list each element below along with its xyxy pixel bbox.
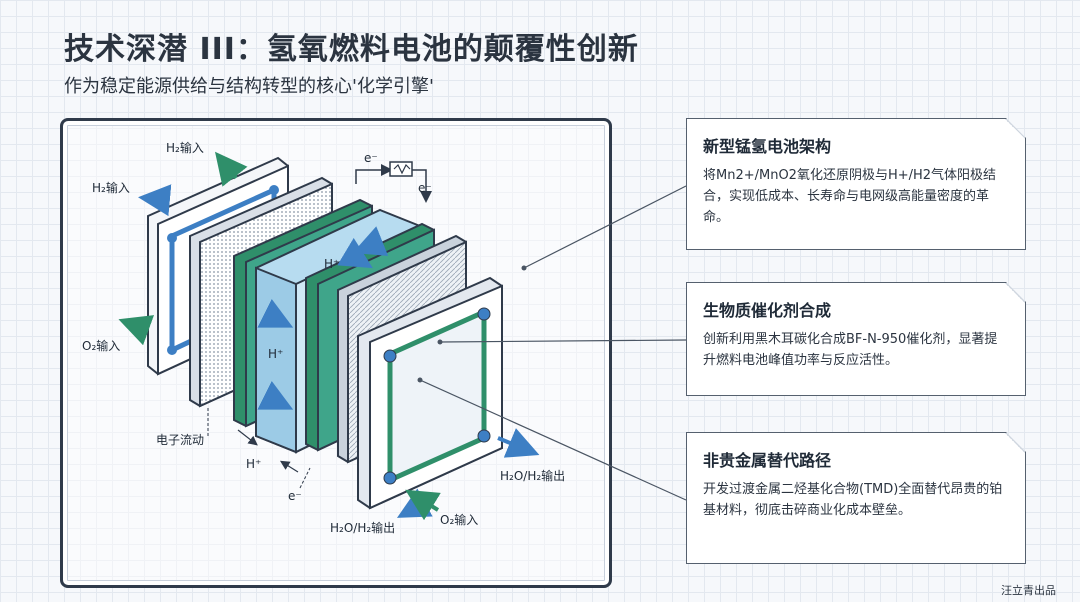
internal-flow-arrows: [257, 226, 389, 410]
info-card-non-precious-metal: 非贵金属替代路径 开发过渡金属二烃基化合物(TMD)全面替代昂贵的铂基材料，彻底…: [686, 432, 1026, 564]
label-h2o-output-bottom: H₂O/H₂输出: [330, 520, 395, 535]
info-card-manganese-hydrogen: 新型锰氢电池架构 将Mn2+/MnO2氧化还原阴极与H+/H2气体阳极结合，实现…: [686, 118, 1026, 250]
card-title: 非贵金属替代路径: [703, 451, 832, 470]
card-body: 创新利用黑木耳碳化合成BF-N-950催化剂，显著提升燃料电池峰值功率与反应活性…: [703, 332, 998, 368]
page-fold-icon: [1005, 283, 1025, 303]
page-subtitle: 作为稳定能源供给与结构转型的核心'化学引擎': [64, 76, 434, 97]
label-e-bottom: e⁻: [288, 489, 302, 503]
label-h2-input-left: H₂输入: [92, 180, 130, 195]
info-card-biomass-catalyst: 生物质催化剂合成 创新利用黑木耳碳化合成BF-N-950催化剂，显著提升燃料电池…: [686, 282, 1026, 396]
card-body: 开发过渡金属二烃基化合物(TMD)全面替代昂贵的铂基材料，彻底击碎商业化成本壁垒…: [703, 482, 1003, 518]
fuel-cell-diagram: H₂输入 H₂输入 O₂输入 电子流动 H⁺ e⁻ H₂O/H₂输出 O₂输入 …: [82, 140, 565, 535]
label-h2-input-top: H₂输入: [166, 140, 204, 155]
credit-text: 汪立青出品: [1001, 584, 1056, 597]
page-title: 技术深潜 III：氢氧燃料电池的颠覆性创新: [64, 32, 639, 67]
page-fold-icon: [1005, 119, 1025, 139]
label-h-plus-1: H⁺: [324, 257, 339, 271]
card-title: 新型锰氢电池架构: [703, 137, 832, 156]
label-e-top-1: e⁻: [364, 151, 378, 165]
label-o2-input-bottom: O₂输入: [440, 512, 478, 527]
label-h-plus-2: H⁺: [268, 347, 283, 361]
label-electron-flow: 电子流动: [156, 433, 204, 447]
card-title: 生物质催化剂合成: [703, 301, 832, 320]
label-o2-input-left: O₂输入: [82, 338, 120, 353]
card-body: 将Mn2+/MnO2氧化还原阴极与H+/H2气体阳极结合，实现低成本、长寿命与电…: [703, 168, 997, 225]
label-e-top-2: e⁻: [418, 181, 432, 195]
page-fold-icon: [1005, 433, 1025, 453]
label-h2o-output-right: H₂O/H₂输出: [500, 468, 565, 483]
electron-circuit: [207, 161, 432, 489]
label-h-plus-bottom: H⁺: [246, 457, 261, 471]
